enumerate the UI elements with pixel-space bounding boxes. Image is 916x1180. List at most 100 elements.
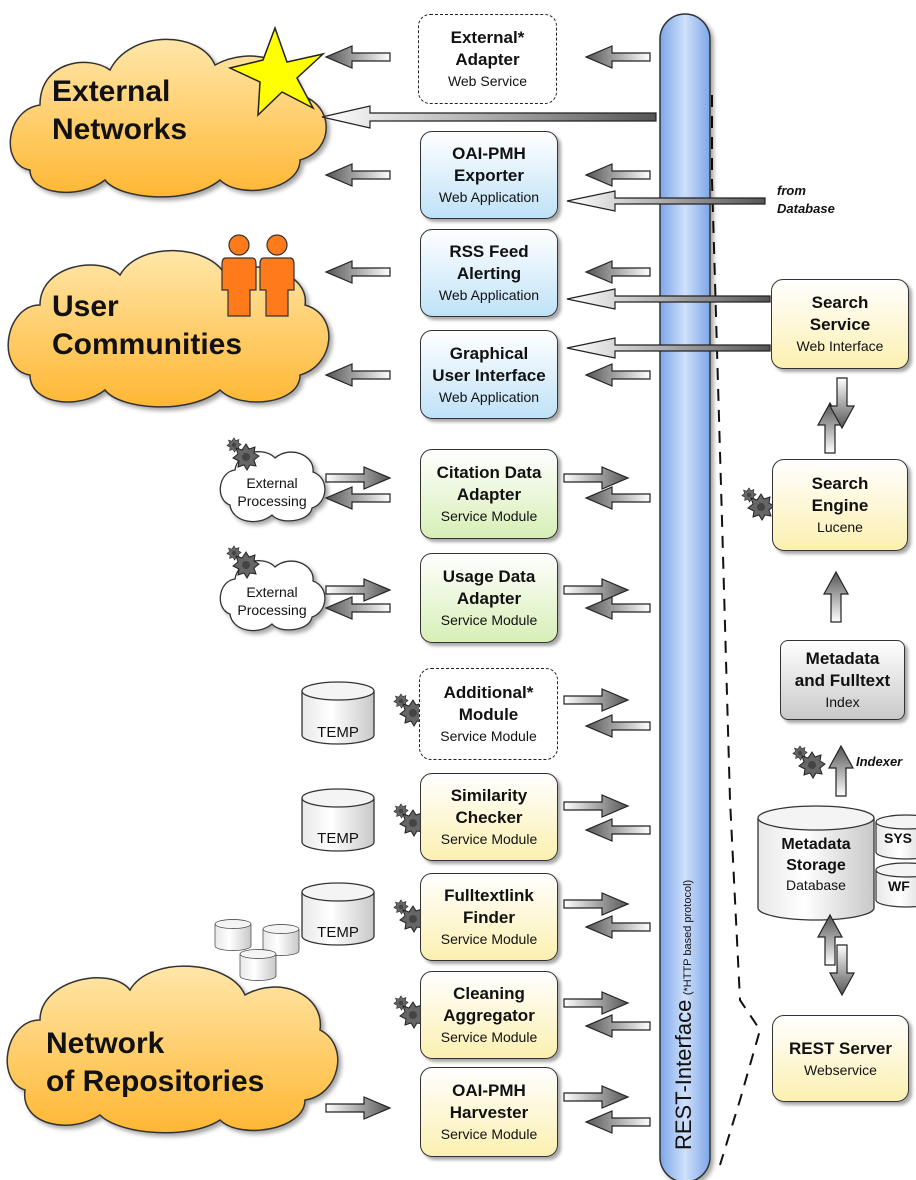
module-subtitle: Service Module [440,931,538,947]
external-processing-label-2: External Processing [222,583,322,619]
external-processing-label-1: External Processing [222,474,322,510]
storage-title: Storage [786,857,846,874]
sys-db [875,814,916,860]
indexer-label: Indexer [856,754,903,769]
external-networks-label: External Networks [52,73,187,149]
box-subtitle: Index [825,694,860,710]
cloud-label-line: Communities [52,328,243,361]
module-title: Fulltextlink [444,886,534,905]
module-title: Aggregator [443,1006,535,1025]
search-service-to-rss-arrow [566,288,771,310]
module-cleaning-aggregator: Cleaning Aggregator Service Module [420,971,558,1059]
rest-interface-note: (*HTTP based protocol) [682,879,694,996]
module-title: OAI-PMH [452,1081,526,1100]
metadata-fulltext-index-box: Metadata and Fulltext Index [780,640,905,720]
label-line: Processing [237,602,307,618]
metadata-storage-label: Metadata Storage Database [758,834,874,895]
temp-label: TEMP [317,830,359,847]
gear-icon [227,438,259,470]
rest-server-box: REST Server Webservice [772,1015,909,1102]
module-title: Harvester [449,1103,529,1122]
module-title: RSS Feed [449,242,529,261]
module-subtitle: Service Module [440,1126,538,1142]
module-oai-pmh-harvester: OAI-PMH Harvester Service Module [420,1067,558,1157]
label-line: from [777,183,806,198]
temp-label: TEMP [317,724,359,741]
module-title: User Interface [432,365,546,385]
cloud-label-line: of Repositories [46,1065,265,1098]
external-processing-cloud-2 [219,560,326,632]
storage-title: Metadata [781,836,851,853]
bus-to-external-networks-arrow [321,105,657,129]
box-title: Search [811,474,869,493]
box-subtitle: Web Interface [796,338,884,354]
cloud-label-line: External [52,75,171,108]
module-subtitle: Web Application [438,189,540,205]
people-icon [221,234,295,317]
box-title: Engine [811,496,869,515]
wf-db [875,862,916,908]
module-title: Usage Data [442,567,536,586]
module-title: Graphical [449,343,529,363]
box-subtitle: Lucene [817,519,863,535]
module-subtitle: Service Module [440,1029,538,1045]
user-communities-label: User Communities [52,288,242,364]
module-citation-data-adapter: Citation Data Adapter Service Module [420,449,558,539]
network-of-repositories-cloud [6,965,339,1134]
search-service-box: Search Service Web Interface [771,279,909,369]
module-subtitle: Service Module [440,508,538,524]
module-external-adapter: External* Adapter Web Service [418,14,557,104]
metadata-storage-db [757,805,875,921]
rest-interface-bus [659,13,711,1180]
from-database-arrow [566,190,766,212]
module-title: Checker [455,808,523,827]
module-title: Cleaning [453,984,525,1003]
cloud-label-line: User [52,290,119,323]
label-line: Database [777,201,835,216]
module-title: Similarity [450,786,528,805]
cloud-label-line: Networks [52,113,188,146]
gear-icon [793,746,825,778]
rest-interface-label: REST-Interface (*HTTP based protocol) [671,880,697,1150]
module-subtitle: Web Application [438,388,540,405]
box-subtitle: Webservice [804,1061,877,1078]
module-subtitle: Web Service [447,73,528,89]
cloud-label-line: Network [46,1027,165,1060]
gear-icon [742,488,774,520]
wf-label: WF [888,878,910,894]
module-additional-module: Additional* Module Service Module [419,668,558,760]
module-subtitle: Service Module [440,612,538,628]
module-subtitle: Service Module [440,831,538,847]
module-title: Adapter [456,589,522,608]
module-title: Module [458,705,519,724]
module-title: OAI-PMH [452,144,526,163]
module-fulltextlink-finder: Fulltextlink Finder Service Module [420,873,558,961]
label-line: External [246,584,298,600]
module-subtitle: Service Module [440,728,537,744]
module-title: External* [450,28,525,47]
network-of-repositories-label: Network of Repositories [46,1025,264,1101]
module-title: Additional* [443,683,534,702]
module-oai-pmh-exporter: OAI-PMH Exporter Web Application [420,131,558,219]
temp-label: TEMP [317,924,359,941]
module-graphical-user-interface: Graphical User Interface Web Application [420,330,558,419]
module-subtitle: Web Application [438,287,540,303]
box-title: Service [809,315,871,334]
module-title: Finder [463,908,515,927]
box-title: Search [811,293,869,312]
box-title: REST Server [789,1038,892,1058]
gear-icon [227,546,259,578]
box-title: and Fulltext [794,671,891,690]
rest-server-link-dashed [711,95,762,1166]
module-title: Alerting [456,264,522,283]
module-title: Adapter [456,485,522,504]
search-engine-box: Search Engine Lucene [772,459,908,551]
module-usage-data-adapter: Usage Data Adapter Service Module [420,553,558,643]
module-similarity-checker: Similarity Checker Service Module [420,773,558,861]
label-line: External [246,475,298,491]
box-title: Metadata [805,649,880,668]
star-icon [227,25,326,117]
storage-subtitle: Database [786,877,846,893]
module-title: Citation Data [436,463,542,482]
